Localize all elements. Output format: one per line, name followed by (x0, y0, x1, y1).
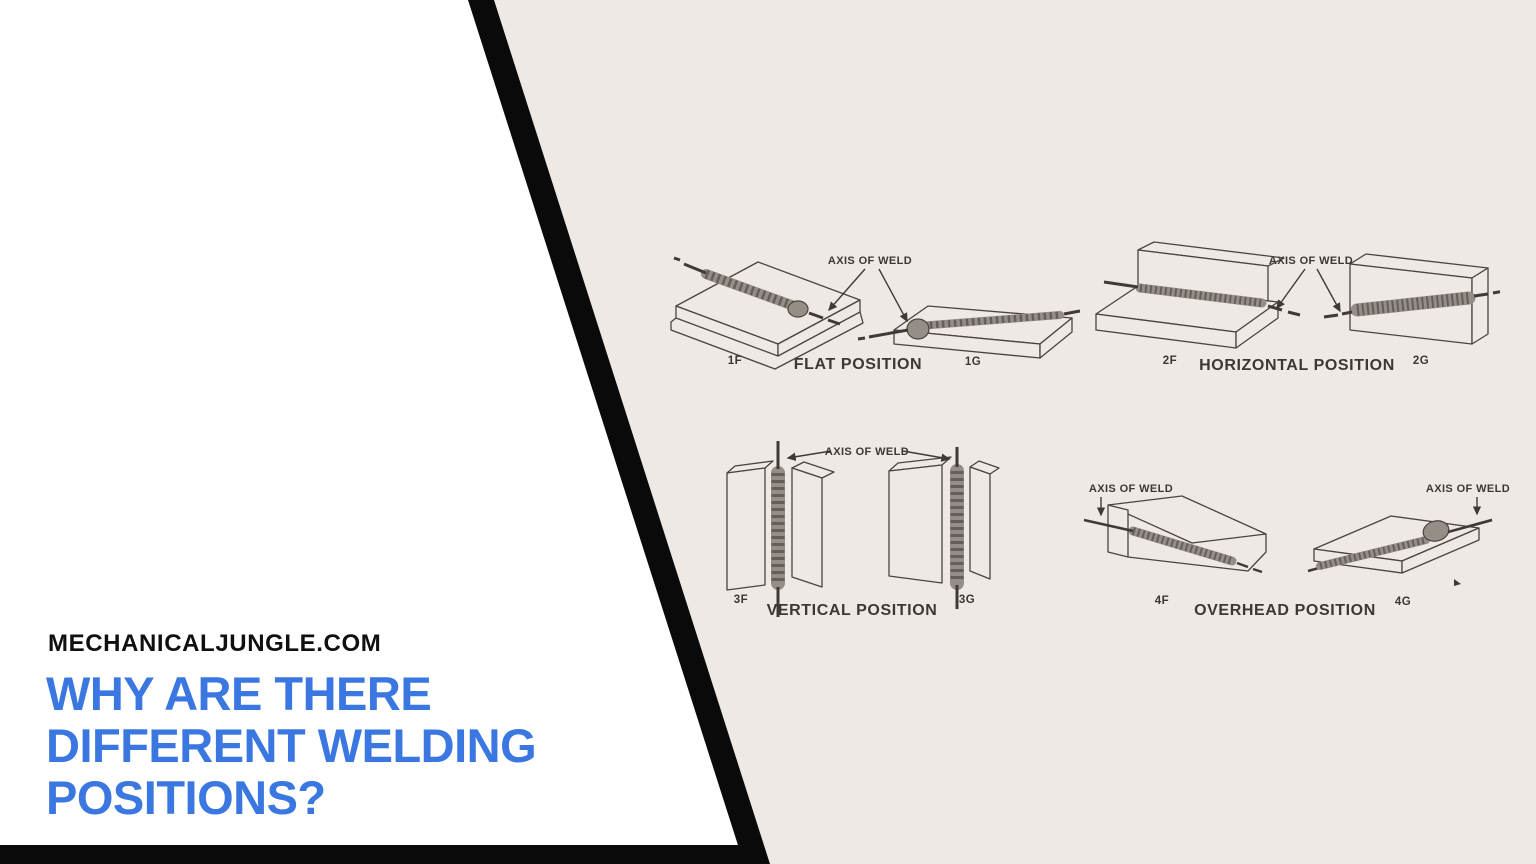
vertical-left-code: 3F (733, 594, 749, 606)
horizontal-right-code: 2G (1412, 355, 1430, 367)
overhead-axis-of-weld-label-left: AXIS OF WELD (1088, 483, 1174, 495)
diagram-vertical-position: AXIS OF WELD 3F VERTICAL POSITION 3G (700, 425, 1020, 640)
vertical-position-title: VERTICAL POSITION (766, 602, 938, 619)
flat-position-drawing (670, 256, 1080, 370)
diagram-overhead-position: AXIS OF WELD AXIS OF WELD 4F OVERHEAD PO… (1080, 460, 1520, 645)
flat-left-code: 1F (727, 355, 743, 367)
horizontal-position-title: HORIZONTAL POSITION (1199, 357, 1395, 374)
flat-position-title: FLAT POSITION (793, 356, 923, 373)
flat-axis-of-weld-label: AXIS OF WELD (827, 255, 913, 267)
site-name: MECHANICALJUNGLE.COM (48, 630, 382, 657)
page-title-line-1: WHY ARE THERE (46, 667, 432, 720)
horizontal-axis-of-weld-label: AXIS OF WELD (1268, 255, 1354, 267)
page-title-line-3: POSITIONS? (46, 771, 326, 824)
overhead-position-title: OVERHEAD POSITION (1194, 602, 1376, 619)
page-title-line-2: DIFFERENT WELDING (46, 719, 537, 772)
overhead-right-code: 4G (1394, 596, 1412, 608)
vertical-position-drawing (726, 441, 1000, 617)
vertical-axis-of-weld-label: AXIS OF WELD (824, 446, 910, 458)
diagram-flat-position: AXIS OF WELD 1F FLAT POSITION 1G (660, 230, 1080, 390)
flat-right-code: 1G (964, 356, 982, 368)
overhead-position-drawing (1083, 495, 1493, 586)
vertical-right-code: 3G (958, 594, 976, 606)
horizontal-left-code: 2F (1162, 355, 1178, 367)
bottom-black-bar (0, 845, 764, 864)
overhead-left-code: 4F (1154, 595, 1170, 607)
diagram-horizontal-position: AXIS OF WELD 2F HORIZONTAL POSITION 2G (1080, 230, 1500, 390)
page-title: WHY ARE THERE DIFFERENT WELDING POSITION… (46, 667, 537, 824)
overhead-axis-of-weld-label-right: AXIS OF WELD (1425, 483, 1511, 495)
horizontal-position-drawing (1095, 241, 1500, 349)
